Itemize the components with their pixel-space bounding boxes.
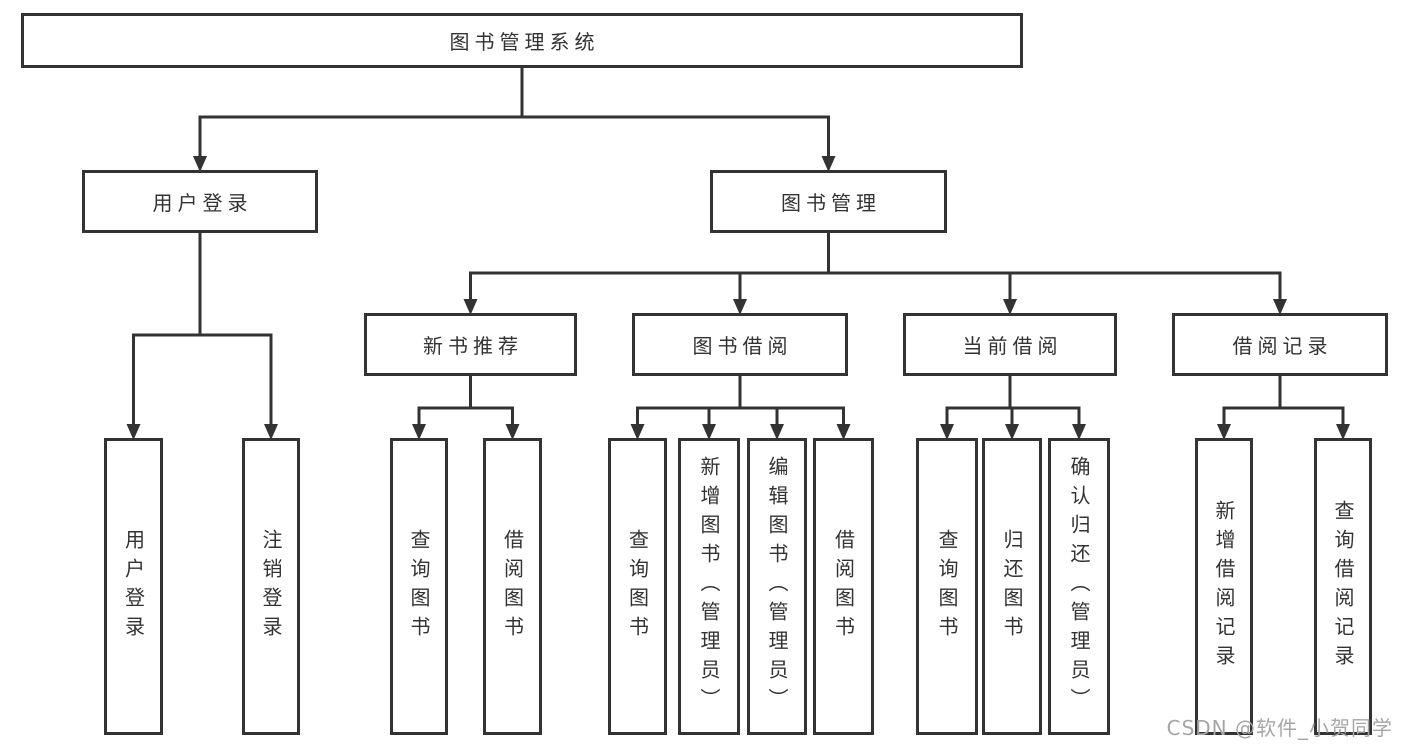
edge-root: [193, 68, 836, 172]
node-new-book-recommend: 新书推荐: [364, 313, 577, 376]
node-current-borrowing: 当前借阅: [903, 313, 1117, 376]
node-label: 查询图书: [625, 528, 650, 645]
node-leaf-confirm-return: 确认归还（管理员）: [1048, 438, 1110, 735]
watermark: CSDN @软件_小贺同学: [1166, 716, 1393, 740]
node-borrowing-records: 借阅记录: [1172, 313, 1388, 376]
arrowhead-icon: [702, 424, 716, 440]
node-label: 新增借阅记录: [1212, 499, 1236, 674]
arrowhead-icon: [1003, 299, 1017, 315]
arrowhead-icon: [940, 424, 954, 440]
edge-borrowing-records: [1217, 376, 1350, 440]
edge-user-login: [126, 233, 278, 440]
node-label: 新书推荐: [423, 334, 523, 358]
arrowhead-icon: [821, 156, 836, 172]
node-label: 借阅图书: [831, 528, 856, 645]
arrowhead-icon: [463, 299, 478, 315]
node-leaf-add-book: 新增图书（管理员）: [678, 438, 740, 735]
node-label: 图书借阅: [692, 334, 793, 358]
arrowhead-icon: [1273, 299, 1287, 315]
node-leaf-search-book-2: 查询图书: [608, 438, 667, 735]
arrowhead-icon: [836, 424, 851, 440]
node-leaf-borrow-book-2: 借阅图书: [813, 438, 874, 735]
edge-book-management: [463, 233, 1287, 315]
node-label: 编辑图书（管理员）: [765, 456, 789, 717]
edge-current-borrowing: [940, 376, 1086, 440]
node-leaf-user-login: 用户登录: [104, 438, 163, 735]
node-label: 借阅图书: [500, 528, 525, 645]
arrowhead-icon: [505, 424, 520, 440]
node-leaf-logout: 注销登录: [242, 438, 300, 735]
node-label: 用户登录: [152, 191, 253, 215]
node-leaf-edit-book: 编辑图书（管理员）: [747, 438, 807, 735]
node-label: 查询图书: [935, 528, 959, 645]
node-book-borrowing: 图书借阅: [632, 313, 848, 376]
node-label: 查询借阅记录: [1331, 499, 1355, 674]
node-label: 新增图书（管理员）: [697, 456, 721, 717]
arrowhead-icon: [1072, 424, 1086, 440]
node-label: 借阅记录: [1232, 334, 1333, 358]
arrowhead-icon: [126, 424, 141, 440]
arrowhead-icon: [1336, 424, 1350, 440]
node-label: 归还图书: [1000, 528, 1024, 645]
arrowhead-icon: [193, 156, 207, 172]
edge-new-book-recommend: [412, 376, 520, 440]
node-leaf-search-book-3: 查询图书: [916, 438, 978, 735]
node-leaf-search-book-1: 查询图书: [390, 438, 448, 735]
arrowhead-icon: [1217, 424, 1231, 440]
node-label: 图书管理系统: [449, 30, 600, 54]
node-label: 确认归还（管理员）: [1067, 456, 1091, 717]
arrowhead-icon: [264, 424, 278, 440]
arrowhead-icon: [630, 424, 645, 440]
node-label: 图书管理: [781, 191, 881, 215]
node-leaf-add-borrow-record: 新增借阅记录: [1195, 438, 1253, 735]
node-leaf-search-borrow-record: 查询借阅记录: [1314, 438, 1372, 735]
node-book-management: 图书管理: [710, 170, 947, 233]
node-leaf-return-book: 归还图书: [982, 438, 1042, 735]
node-label: 用户登录: [121, 528, 146, 645]
arrowhead-icon: [770, 424, 784, 440]
arrowhead-icon: [1005, 424, 1019, 440]
node-label: 查询图书: [407, 528, 431, 645]
node-label: 注销登录: [259, 528, 283, 645]
node-label: 当前借阅: [962, 334, 1063, 358]
edge-book-borrowing: [630, 376, 851, 440]
node-root: 图书管理系统: [21, 13, 1023, 68]
arrowhead-icon: [733, 299, 747, 315]
node-leaf-borrow-book-1: 借阅图书: [483, 438, 542, 735]
arrowhead-icon: [412, 424, 426, 440]
node-user-login: 用户登录: [82, 170, 318, 233]
